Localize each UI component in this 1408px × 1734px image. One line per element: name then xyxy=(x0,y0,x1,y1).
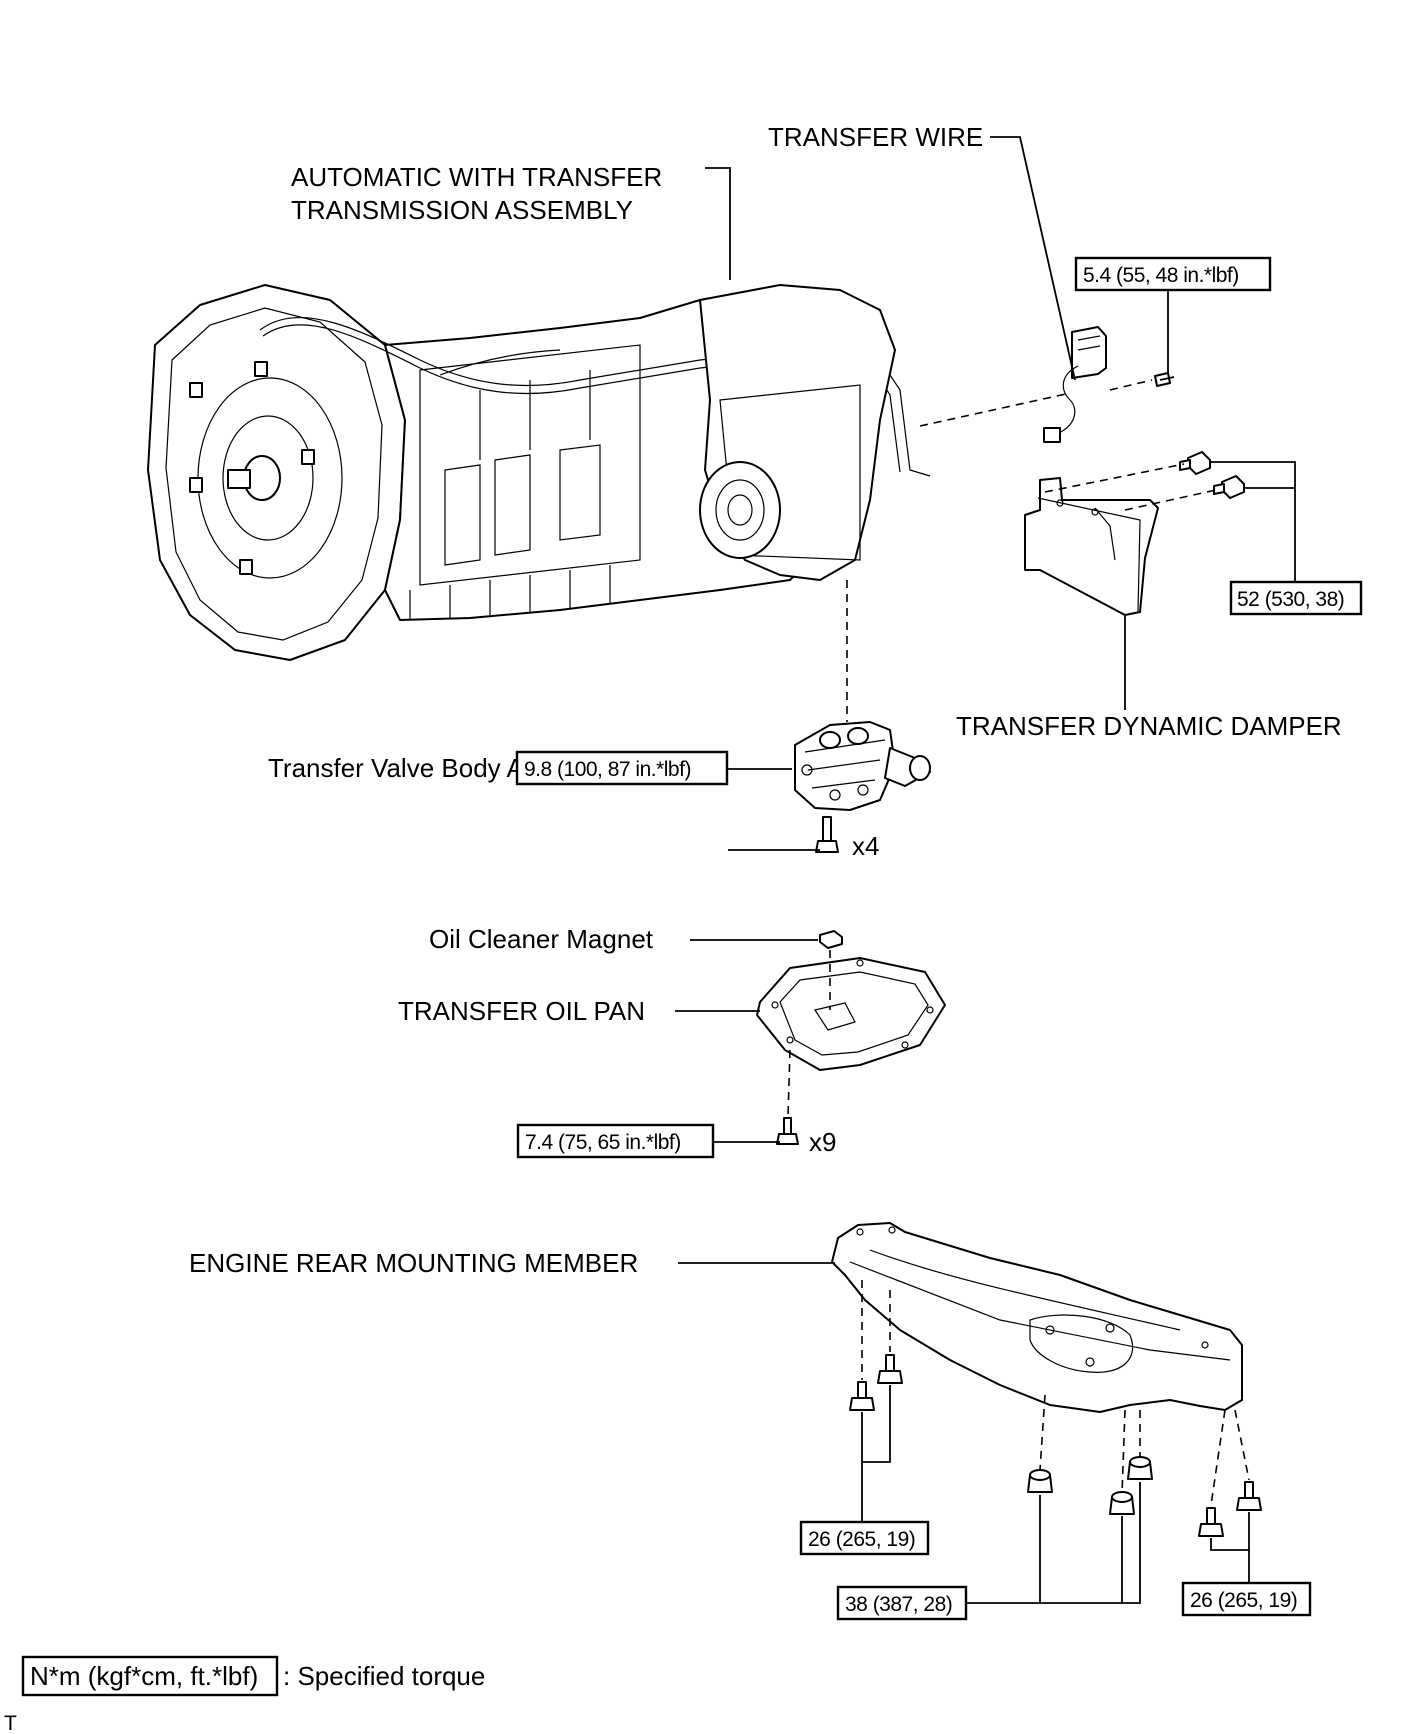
label-oil-cleaner-magnet: Oil Cleaner Magnet xyxy=(429,924,654,954)
torque-transfer-wire-bolt: 5.4 (55, 48 in.*lbf) xyxy=(1083,264,1239,287)
transfer-oil-pan-drawing xyxy=(756,957,946,1145)
leader-lines xyxy=(652,136,1296,1604)
transmission-assembly-drawing xyxy=(147,284,931,661)
torque-specs: 5.4 (55, 48 in.*lbf) 52 (530, 38) 9.8 (1… xyxy=(515,256,1363,1621)
torque-valve-body-bolts: 9.8 (100, 87 in.*lbf) xyxy=(524,758,691,781)
torque-member-bolts-left: 26 (265, 19) xyxy=(808,1528,915,1551)
transfer-valve-body-drawing xyxy=(794,721,931,853)
label-engine-rear-mounting-member: ENGINE REAR MOUNTING MEMBER xyxy=(189,1248,638,1278)
transfer-wire-connector-drawing xyxy=(1043,326,1175,443)
torque-member-nuts-center: 38 (387, 28) xyxy=(845,1593,952,1616)
qty-valve-body-bolts: x4 xyxy=(852,831,879,861)
label-transfer-dynamic-damper: TRANSFER DYNAMIC DAMPER xyxy=(956,711,1342,741)
footer-mark: T xyxy=(4,1712,17,1734)
label-transfer-wire: TRANSFER WIRE xyxy=(768,122,983,152)
label-automatic-transmission-line1: AUTOMATIC WITH TRANSFER xyxy=(291,162,662,192)
label-transfer-oil-pan: TRANSFER OIL PAN xyxy=(398,996,645,1026)
part-labels: TRANSFER WIRE AUTOMATIC WITH TRANSFER TR… xyxy=(189,122,1342,1278)
qty-oil-pan-bolts: x9 xyxy=(809,1127,836,1157)
engine-rear-mounting-member-drawing xyxy=(831,1222,1262,1537)
transfer-dynamic-damper-drawing xyxy=(1024,451,1245,616)
legend-description: : Specified torque xyxy=(283,1661,485,1691)
label-automatic-transmission-line2: TRANSMISSION ASSEMBLY xyxy=(291,195,633,225)
legend-unit-box: N*m (kgf*cm, ft.*lbf) xyxy=(30,1661,258,1691)
torque-damper-bolts: 52 (530, 38) xyxy=(1237,588,1344,611)
oil-cleaner-magnet-drawing xyxy=(819,930,843,949)
torque-member-bolts-right: 26 (265, 19) xyxy=(1190,1589,1297,1612)
torque-oil-pan-bolts: 7.4 (75, 65 in.*lbf) xyxy=(525,1131,681,1154)
legend: N*m (kgf*cm, ft.*lbf) : Specified torque xyxy=(21,1655,485,1697)
